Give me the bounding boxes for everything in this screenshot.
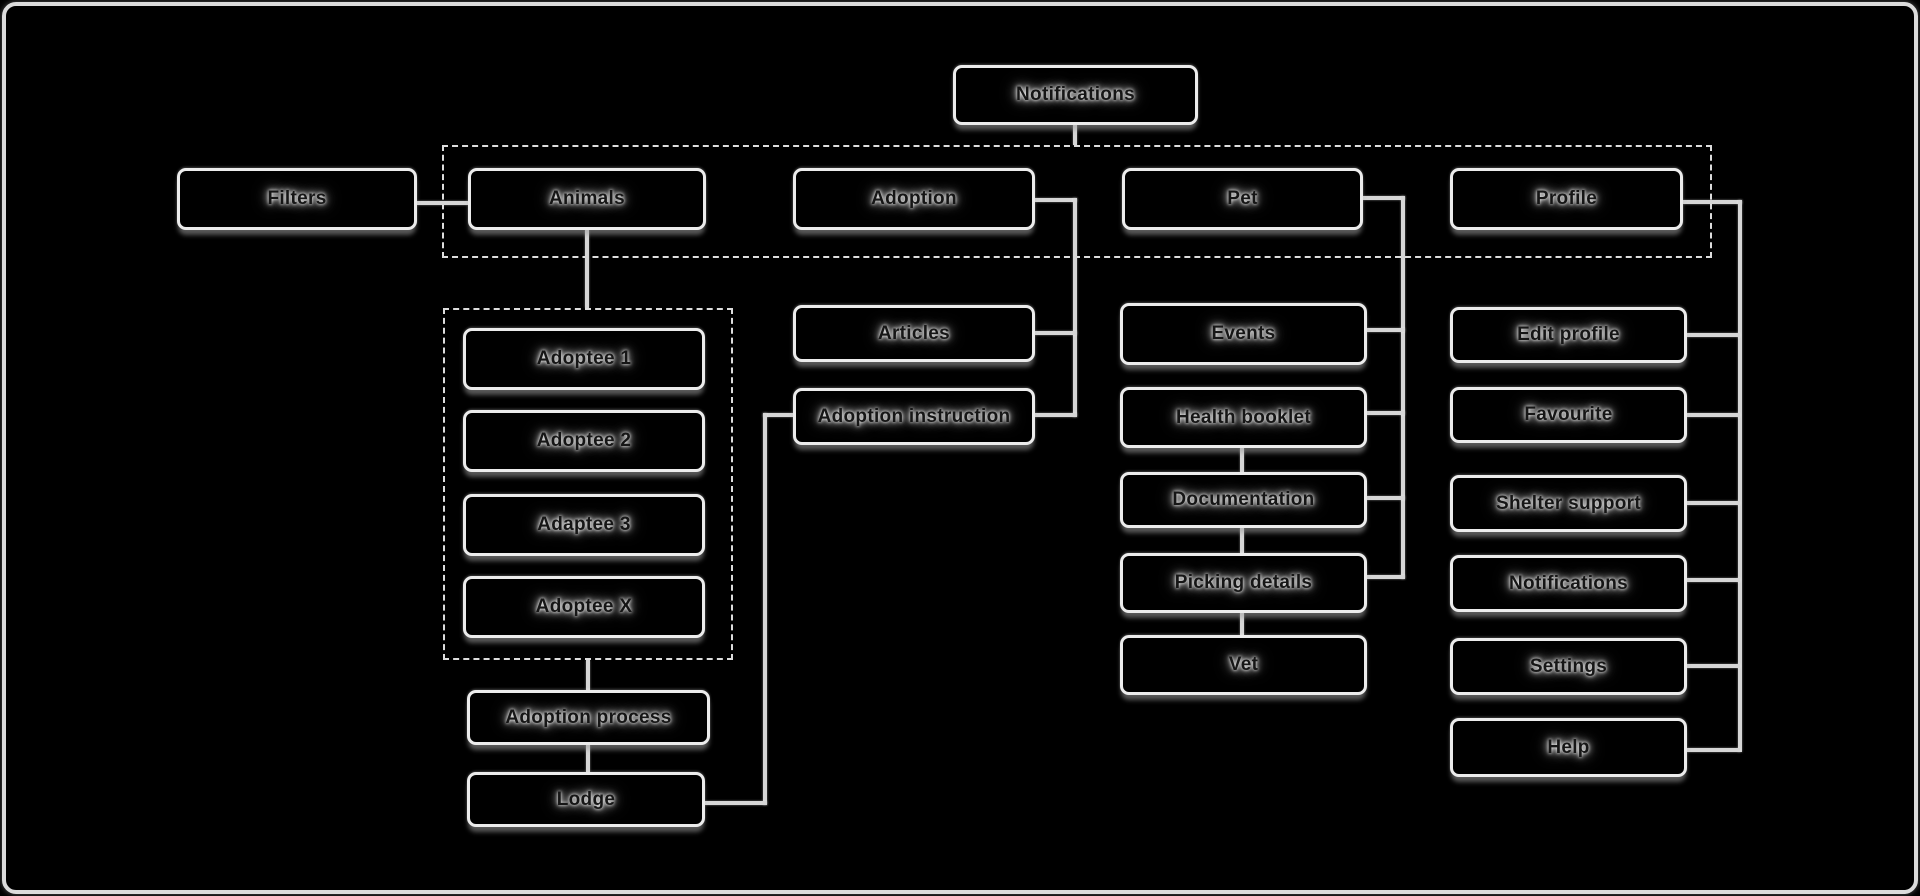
node-filters: Filters — [177, 168, 417, 230]
node-label: Animals — [548, 188, 625, 209]
node-label: Documentation — [1172, 489, 1315, 510]
node-notifications-root: Notifications — [953, 65, 1198, 125]
node-adoption: Adoption — [793, 168, 1035, 230]
node-label: Health booklet — [1175, 406, 1312, 428]
node-vet: Vet — [1120, 635, 1367, 695]
node-adoptee-x: Adoptee X — [463, 576, 705, 638]
connector — [1035, 331, 1077, 335]
connector — [1687, 578, 1740, 582]
connector — [1240, 528, 1244, 553]
node-label: Picking details — [1174, 572, 1313, 593]
connector — [1687, 413, 1740, 417]
node-edit-profile: Edit profile — [1450, 307, 1687, 363]
connector — [1240, 613, 1244, 635]
connector — [1035, 198, 1077, 202]
connector — [1367, 575, 1405, 579]
node-settings: Settings — [1450, 638, 1687, 695]
connector — [763, 413, 767, 805]
node-adoptee-3: Adaptee 3 — [463, 494, 705, 556]
node-label: Notifications — [1016, 84, 1135, 105]
node-label: Events — [1211, 323, 1276, 344]
connector — [586, 660, 590, 690]
connector — [1687, 748, 1740, 752]
connector — [1683, 200, 1742, 204]
node-animals: Animals — [468, 168, 706, 230]
node-label: Adoption — [871, 188, 957, 209]
node-label: Adoptee 1 — [536, 348, 632, 369]
node-label: Lodge — [556, 788, 616, 810]
node-label: Adoption instruction — [817, 405, 1011, 427]
node-label: Filters — [267, 188, 327, 209]
node-label: Adoptee 2 — [536, 430, 632, 451]
connector — [586, 745, 590, 772]
connector — [585, 230, 589, 308]
connector — [1738, 200, 1742, 752]
node-pet: Pet — [1122, 168, 1363, 230]
node-help: Help — [1450, 718, 1687, 777]
connector — [1073, 198, 1077, 417]
node-shelter-support: Shelter support — [1450, 475, 1687, 532]
connector — [1687, 333, 1740, 337]
connector — [763, 413, 793, 417]
node-label: Settings — [1529, 655, 1608, 677]
connector — [1367, 328, 1405, 332]
connector — [1073, 125, 1077, 145]
node-label: Profile — [1535, 188, 1598, 209]
node-label: Vet — [1228, 654, 1259, 675]
node-label: Favourite — [1524, 404, 1613, 425]
connector — [1240, 448, 1244, 472]
connector — [705, 801, 767, 805]
node-label: Articles — [877, 322, 951, 344]
adoptee-list-dashed-group — [443, 308, 733, 660]
connector — [1687, 501, 1740, 505]
node-label: Help — [1547, 736, 1590, 758]
node-lodge: Lodge — [467, 772, 705, 827]
node-health-booklet: Health booklet — [1120, 387, 1367, 448]
node-adoptee-1: Adoptee 1 — [463, 328, 705, 390]
node-adoption-process: Adoption process — [467, 690, 710, 745]
node-events: Events — [1120, 303, 1367, 365]
connector — [1687, 664, 1740, 668]
connector — [1401, 196, 1405, 579]
node-label: Edit profile — [1517, 324, 1620, 345]
connector — [417, 201, 468, 205]
connector — [1363, 196, 1405, 200]
node-label: Adoption process — [505, 706, 672, 728]
node-label: Adaptee 3 — [537, 514, 631, 535]
connector — [1367, 496, 1405, 500]
node-label: Notifications — [1509, 572, 1628, 594]
node-articles: Articles — [793, 305, 1035, 362]
connector — [1035, 413, 1077, 417]
node-picking-details: Picking details — [1120, 553, 1367, 613]
node-favourite: Favourite — [1450, 387, 1687, 443]
connector — [1367, 411, 1405, 415]
node-documentation: Documentation — [1120, 472, 1367, 528]
node-label: Shelter support — [1496, 492, 1641, 514]
node-label: Pet — [1227, 188, 1258, 209]
node-label: Adoptee X — [535, 596, 633, 617]
node-notifications-profile: Notifications — [1450, 555, 1687, 612]
node-adoption-instruction: Adoption instruction — [793, 388, 1035, 445]
node-profile: Profile — [1450, 168, 1683, 230]
node-adoptee-2: Adoptee 2 — [463, 410, 705, 472]
